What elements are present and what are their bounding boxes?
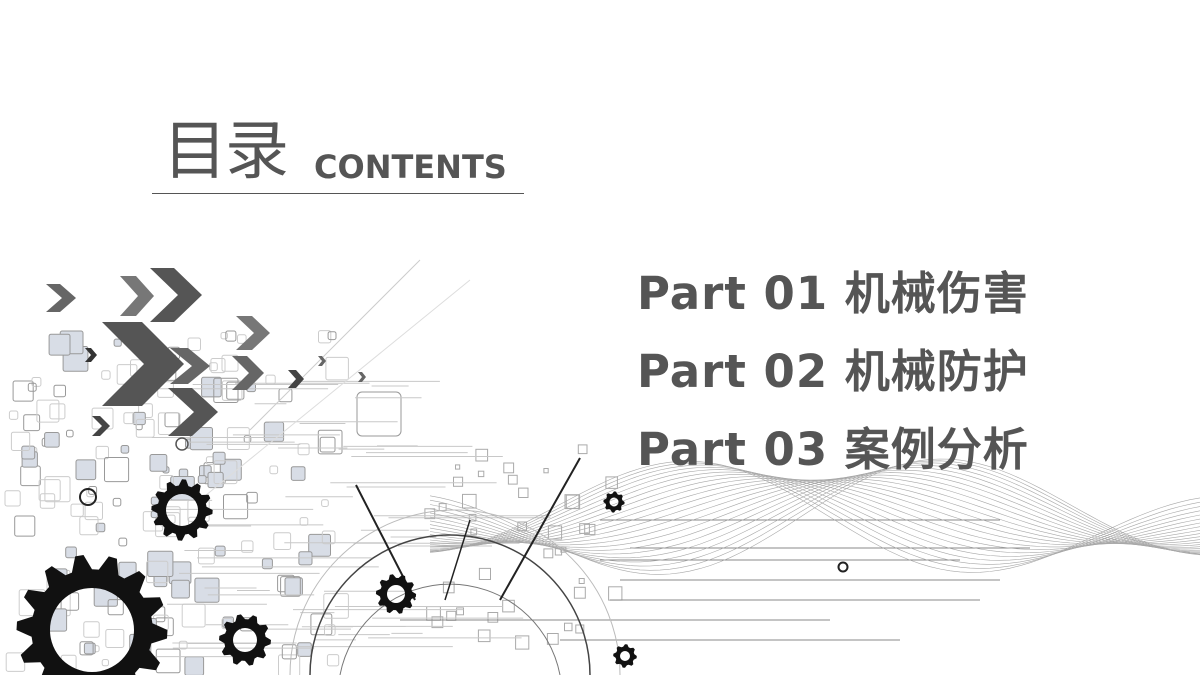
pixel-squares-pattern [4,330,623,675]
gears-decoration [16,437,849,675]
table-of-contents: Part 01 机械伤害 Part 02 机械防护 Part 03 案例分析 [637,255,1029,489]
toc-item-part-01[interactable]: Part 01 机械伤害 [637,267,1029,320]
radial-dial-decoration [289,457,621,675]
toc-item-part-02[interactable]: Part 02 机械防护 [637,345,1029,398]
toc-item-part-03[interactable]: Part 03 案例分析 [637,423,1029,476]
horizontal-tech-lines [151,259,1030,658]
chevron-arrows-decoration [46,268,366,436]
title-cn: 目录 [163,115,289,189]
title-en: CONTENTS [314,148,507,186]
title-underline [152,193,524,194]
